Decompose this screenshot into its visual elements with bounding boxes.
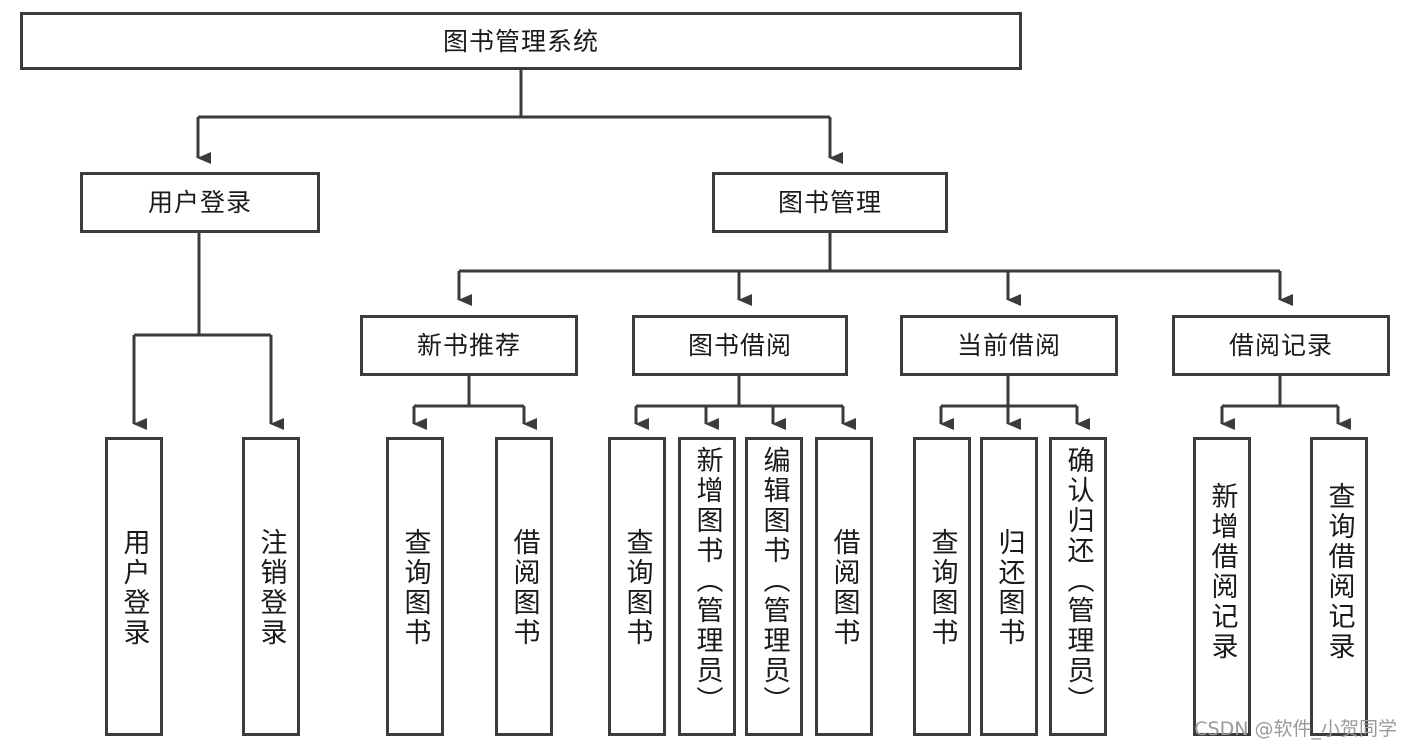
node-leaf-query-record[interactable]: 查询借阅记录 (1310, 437, 1368, 736)
node-leaf-confirm-return[interactable]: 确认归还（管理员） (1049, 437, 1107, 736)
node-new-book-recommend[interactable]: 新书推荐 (360, 315, 578, 376)
node-leaf-borrow-book-2-label: 借阅图书 (828, 528, 860, 648)
node-new-book-recommend-label: 新书推荐 (416, 331, 521, 360)
node-user-login-label: 用户登录 (147, 188, 252, 217)
node-current-borrow-label: 当前借阅 (956, 331, 1061, 360)
node-leaf-user-login[interactable]: 用户登录 (105, 437, 163, 736)
node-root-label: 图书管理系统 (442, 26, 599, 56)
node-leaf-edit-book-label: 编辑图书（管理员） (758, 446, 790, 716)
node-leaf-logout[interactable]: 注销登录 (242, 437, 300, 736)
node-leaf-query-book-3-label: 查询图书 (926, 528, 958, 648)
node-leaf-query-book-1[interactable]: 查询图书 (386, 437, 444, 736)
node-leaf-confirm-return-label: 确认归还（管理员） (1062, 446, 1094, 716)
node-leaf-logout-label: 注销登录 (255, 528, 287, 648)
node-leaf-user-login-label: 用户登录 (118, 528, 150, 648)
node-book-manage[interactable]: 图书管理 (712, 172, 948, 233)
watermark-text: CSDN @软件_小贺同学 (1194, 718, 1397, 740)
node-leaf-query-book-2[interactable]: 查询图书 (608, 437, 666, 736)
node-leaf-return-book[interactable]: 归还图书 (980, 437, 1038, 736)
node-leaf-return-book-label: 归还图书 (993, 528, 1025, 648)
node-leaf-query-book-3[interactable]: 查询图书 (913, 437, 971, 736)
node-leaf-borrow-book-1[interactable]: 借阅图书 (495, 437, 553, 736)
node-root[interactable]: 图书管理系统 (20, 12, 1022, 70)
node-user-login[interactable]: 用户登录 (80, 172, 320, 233)
node-leaf-borrow-book-2[interactable]: 借阅图书 (815, 437, 873, 736)
node-leaf-borrow-book-1-label: 借阅图书 (508, 528, 540, 648)
node-current-borrow[interactable]: 当前借阅 (900, 315, 1118, 376)
node-leaf-query-book-1-label: 查询图书 (399, 528, 431, 648)
node-leaf-add-book-label: 新增图书（管理员） (691, 446, 723, 716)
node-borrow-record[interactable]: 借阅记录 (1172, 315, 1390, 376)
node-book-borrow-label: 图书借阅 (687, 331, 792, 360)
node-book-manage-label: 图书管理 (777, 188, 882, 217)
node-leaf-add-record[interactable]: 新增借阅记录 (1193, 437, 1251, 736)
node-leaf-add-book[interactable]: 新增图书（管理员） (678, 437, 736, 736)
node-leaf-query-record-label: 查询借阅记录 (1323, 482, 1355, 662)
node-leaf-query-book-2-label: 查询图书 (621, 528, 653, 648)
node-borrow-record-label: 借阅记录 (1228, 331, 1333, 360)
node-book-borrow[interactable]: 图书借阅 (632, 315, 848, 376)
node-leaf-add-record-label: 新增借阅记录 (1206, 482, 1238, 662)
node-leaf-edit-book[interactable]: 编辑图书（管理员） (745, 437, 803, 736)
